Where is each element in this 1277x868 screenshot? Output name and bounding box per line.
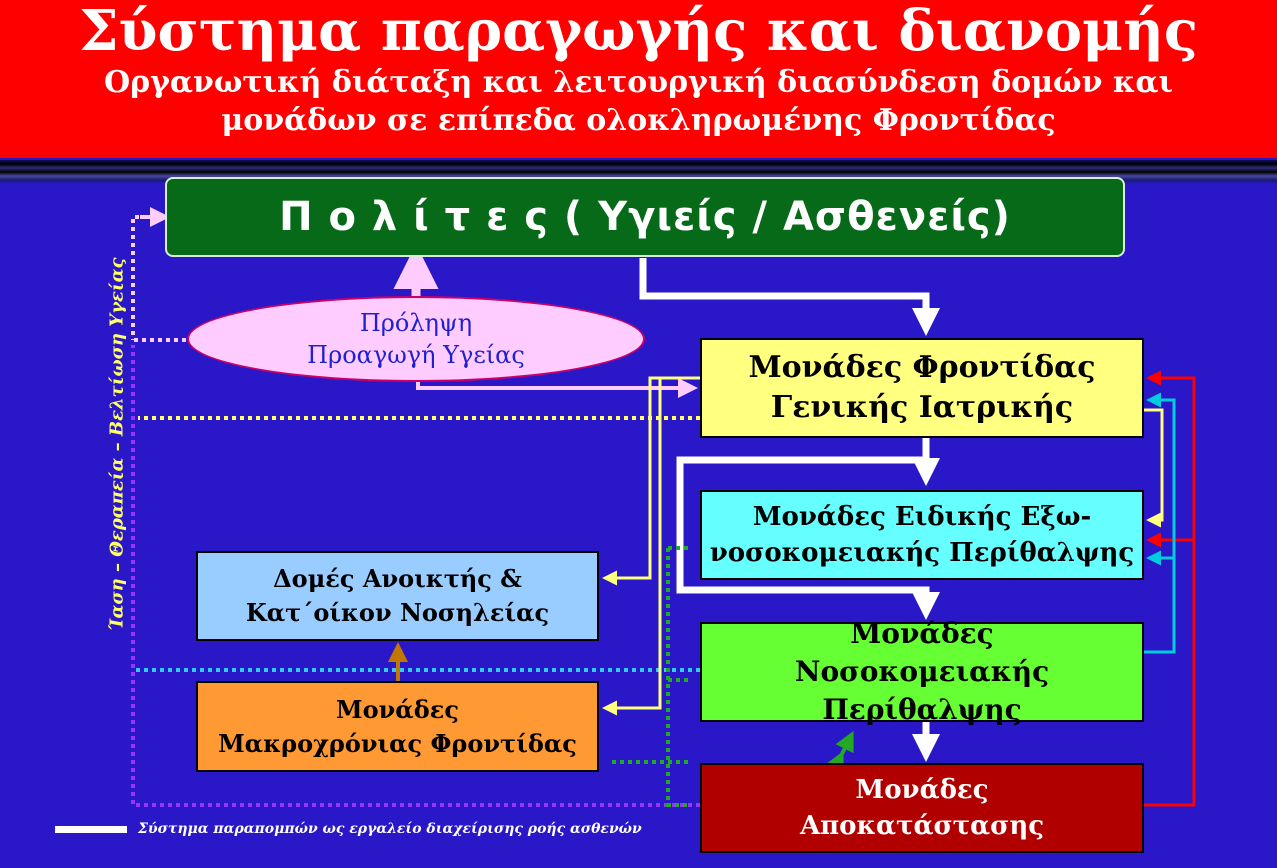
gp-line-2: Γενικής Ιατρικής	[770, 390, 1074, 425]
page-title: Σύστημα παραγωγής και διανομής	[79, 0, 1198, 64]
specialist-line-2: νοσοκομειακής Περίθαλψης	[709, 538, 1135, 568]
open-care-box: Δομές Ανοικτής & Κατ΄οίκον Νοσηλείας	[196, 551, 599, 641]
subtitle-line-1: Οργανωτική διάταξη και λειτουργική διασύ…	[104, 65, 1173, 100]
rehab-line-1: Μονάδες	[855, 775, 989, 805]
open-care-line-1: Δομές Ανοικτής &	[273, 564, 522, 593]
prevention-line-1: Πρόληψη	[359, 309, 473, 337]
legend-text: Σύστημα παραπομπών ως εργαλείο διαχείρισ…	[138, 821, 642, 837]
green-dotted-links	[612, 546, 692, 807]
rehab-units-box: Μονάδες Αποκατάστασης	[700, 763, 1144, 853]
gp-line-1: Μονάδες Φροντίδας	[748, 350, 1096, 385]
rehab-feedback-arrow	[1144, 370, 1196, 807]
open-care-line-2: Κατ΄οίκον Νοσηλείας	[245, 598, 550, 627]
side-label-text: Ίαση – Θεραπεία – Βελτίωση Υγείας	[106, 257, 128, 631]
hospital-feedback-arrow	[1144, 392, 1176, 654]
long-term-line-1: Μονάδες	[336, 694, 459, 724]
citizens-box: Π ο λ ί τ ε ς ( Υγιείς / Ασθενείς)	[165, 177, 1125, 257]
referral-arrows	[639, 258, 940, 762]
specialist-line-1: Μονάδες Ειδικής Εξω-	[752, 502, 1092, 532]
specialist-units-box: Μονάδες Ειδικής Εξω- νοσοκομειακής Περίθ…	[700, 490, 1144, 580]
hospital-line-1: Μονάδες	[850, 617, 994, 650]
page-subtitle: Οργανωτική διάταξη και λειτουργική διασύ…	[0, 64, 1277, 140]
subtitle-line-2: μονάδων σε επίπεδα ολοκληρωμένης Φροντίδ…	[221, 103, 1056, 138]
long-term-care-box: Μονάδες Μακροχρόνιας Φροντίδας	[196, 681, 599, 772]
legend-line	[55, 826, 127, 833]
rehab-line-2: Αποκατάστασης	[799, 811, 1045, 841]
header-banner: Σύστημα παραγωγής και διανομής Οργανωτικ…	[0, 0, 1277, 158]
prevention-ellipse: Πρόληψη Προαγωγή Υγείας	[187, 296, 645, 382]
long-term-line-2: Μακροχρόνιας Φροντίδας	[218, 728, 577, 758]
hospital-rehab-link	[825, 730, 854, 774]
hospital-line-2: Νοσοκομειακής Περίθαλψης	[794, 655, 1050, 726]
gp-yellow-links	[602, 376, 1164, 716]
gp-units-box: Μονάδες Φροντίδας Γενικής Ιατρικής	[700, 338, 1144, 438]
prevention-line-2: Προαγωγή Υγείας	[307, 341, 525, 369]
hospital-units-box: Μονάδες Νοσοκομειακής Περίθαλψης	[700, 617, 1144, 726]
